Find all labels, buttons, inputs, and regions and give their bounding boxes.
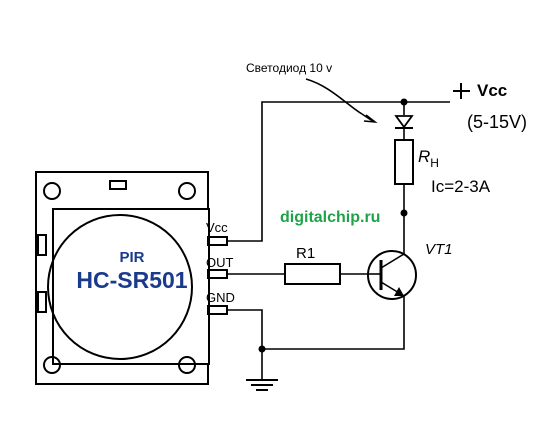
- sensor-type-label: PIR: [119, 249, 144, 266]
- transistor-vt1: [367, 250, 417, 300]
- sensor-pins: Vcc OUT GND: [206, 220, 235, 315]
- website-label: digitalchip.ru: [280, 209, 380, 226]
- led-annotation: Светодиод 10 v: [246, 61, 332, 75]
- led-diode: [394, 115, 414, 129]
- supply-range: (5-15V): [467, 112, 527, 132]
- pin-label-vcc: Vcc: [206, 220, 228, 235]
- pin-label-out: OUT: [206, 255, 234, 270]
- supply-label: Vcc: [477, 81, 507, 100]
- mounting-hole: [43, 356, 61, 374]
- sensor-model-label: HC-SR501: [76, 267, 187, 293]
- resistor-label: R1: [296, 245, 315, 262]
- pin-label-gnd: GND: [206, 290, 235, 305]
- mounting-hole: [178, 182, 196, 200]
- mounting-hole: [178, 356, 196, 374]
- pir-sensor-module: PIR HC-SR501: [35, 171, 210, 385]
- mounting-hole: [43, 182, 61, 200]
- load-current: Ic=2-3A: [431, 177, 491, 196]
- load-label-main: R: [418, 147, 430, 166]
- annotation-arrow: [305, 78, 378, 124]
- resistor-r1: [284, 263, 341, 285]
- load-resistor: [394, 139, 414, 185]
- transistor-label: VT1: [425, 241, 453, 258]
- pir-lens: [47, 214, 193, 360]
- wires: [227, 83, 470, 391]
- junction-dots: [258, 98, 408, 353]
- load-label-subscript: H: [430, 156, 439, 170]
- load-label: RH: [418, 147, 439, 170]
